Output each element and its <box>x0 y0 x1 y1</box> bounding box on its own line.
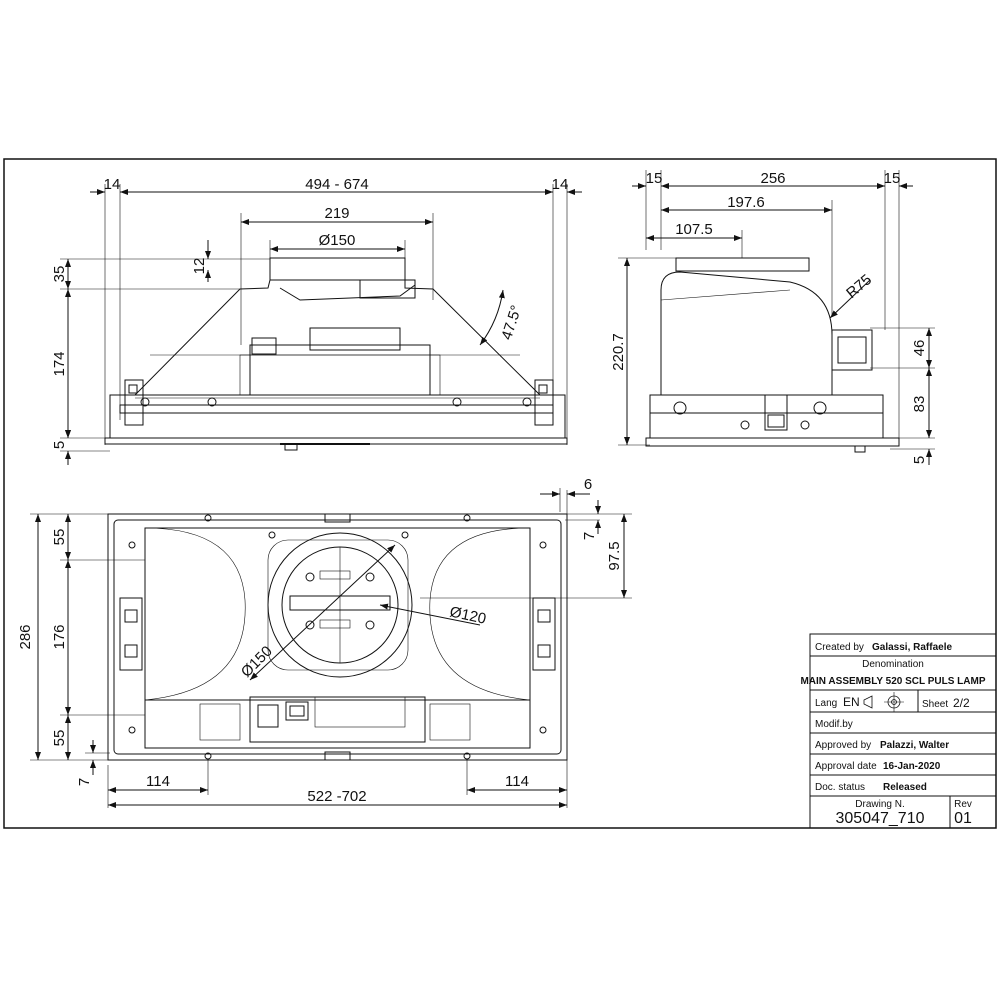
dim-side-height-lower: 83 <box>911 396 928 413</box>
created-by-label: Created by <box>815 642 864 653</box>
dim-bottom-edge-left: 114 <box>146 773 170 790</box>
dim-outlet-diameter: Ø150 <box>319 232 356 249</box>
dim-side-depth: 256 <box>760 170 785 187</box>
approval-date-label: Approval date <box>815 761 877 772</box>
side-view-labels: 15 256 15 197.6 107.5 R75 220.7 46 83 5 <box>610 170 928 464</box>
dim-side-right: 14 <box>552 176 569 193</box>
dim-side-height-base: 5 <box>911 456 928 464</box>
dim-bottom-offset-right: 6 <box>584 476 592 493</box>
front-view <box>60 184 582 465</box>
dim-bottom-depth-mid: 176 <box>51 624 68 649</box>
denomination-label: Denomination <box>862 659 924 670</box>
created-by-value: Galassi, Raffaele <box>872 642 952 653</box>
revision-value: 01 <box>954 810 972 827</box>
dim-side-radius: R75 <box>843 271 875 302</box>
dim-side-total-height: 220.7 <box>610 333 627 371</box>
dim-height-outlet: 35 <box>51 266 68 283</box>
sheet-label: Sheet <box>922 699 948 710</box>
front-view-labels: 14 494 - 674 14 219 Ø150 35 12 174 5 47.… <box>51 176 568 449</box>
dim-height-collar: 12 <box>191 258 208 275</box>
dim-bottom-filter-diameter: Ø120 <box>448 603 487 627</box>
doc-status-value: Released <box>883 782 927 793</box>
dim-side-left: 14 <box>104 176 121 193</box>
dim-angle: 47.5° <box>498 303 525 342</box>
dim-bottom-total-depth: 286 <box>17 624 34 649</box>
dim-side-depth-outlet: 107.5 <box>675 221 713 238</box>
approved-by-value: Palazzi, Walter <box>880 740 949 751</box>
dim-height-body: 174 <box>51 351 68 376</box>
denomination-value: MAIN ASSEMBLY 520 SCL PULS LAMP <box>800 676 985 687</box>
title-block-text: Created by Galassi, Raffaele Denominatio… <box>800 642 985 827</box>
side-view <box>618 170 935 465</box>
dim-bottom-offset-top: 7 <box>581 532 598 540</box>
approval-date-value: 16-Jan-2020 <box>883 761 941 772</box>
bottom-view <box>30 488 632 808</box>
dim-overall-width: 494 - 674 <box>305 176 368 193</box>
sheet-value: 2/2 <box>953 696 970 710</box>
dim-bottom-offset-bottom: 7 <box>76 778 93 786</box>
revision-label: Rev <box>954 799 972 810</box>
lang-label: Lang <box>815 698 837 709</box>
dim-height-base: 5 <box>51 441 68 449</box>
doc-status-label: Doc. status <box>815 782 865 793</box>
drawing-number-value: 305047_710 <box>836 810 925 827</box>
dim-side-depth-inner: 197.6 <box>727 194 765 211</box>
dim-side-margin-right: 15 <box>884 170 901 187</box>
modif-by-label: Modif.by <box>815 719 853 730</box>
dim-bottom-center-depth: 97.5 <box>606 541 623 570</box>
drawing-number-label: Drawing N. <box>855 799 904 810</box>
dim-bottom-depth-back: 55 <box>51 730 68 747</box>
lang-value: EN <box>843 695 860 709</box>
dim-bottom-overall-width: 522 -702 <box>307 788 366 805</box>
dim-side-margin-left: 15 <box>646 170 663 187</box>
dim-top-width: 219 <box>324 205 349 222</box>
dim-bottom-edge-right: 114 <box>505 773 529 790</box>
title-block <box>809 633 997 829</box>
dim-side-height-lamp: 46 <box>911 340 928 357</box>
sheet-border <box>3 158 997 829</box>
dim-bottom-depth-front: 55 <box>51 529 68 546</box>
approved-by-label: Approved by <box>815 740 871 751</box>
